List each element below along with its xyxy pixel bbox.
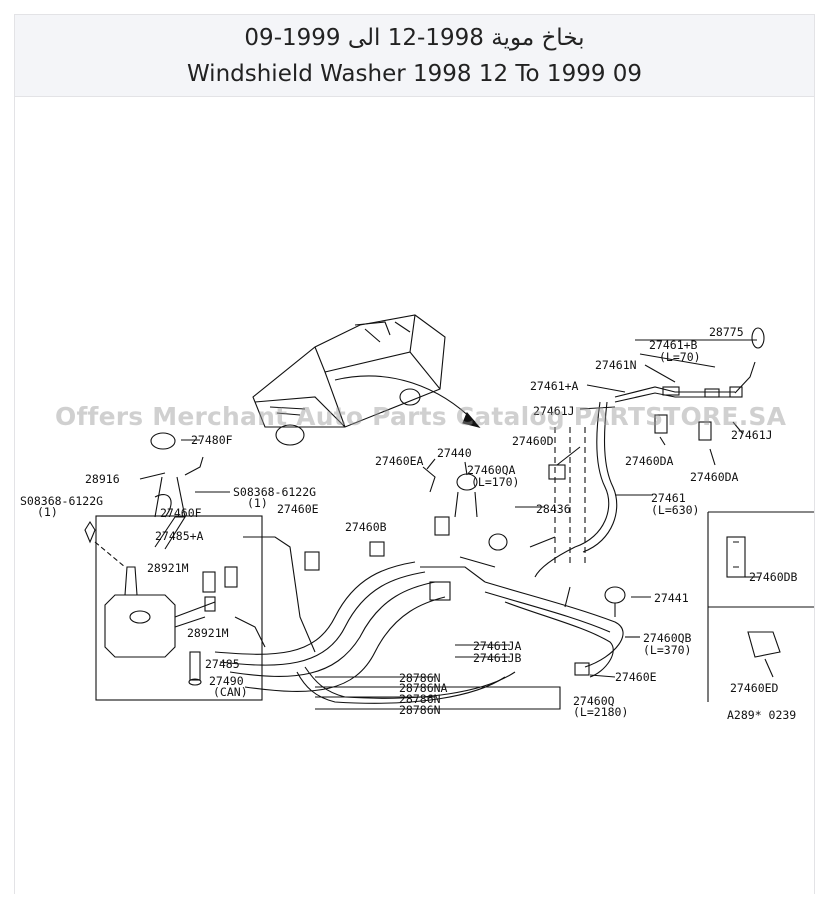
reference-code: A289* 0239 [727,708,796,722]
title-english: Windshield Washer 1998 12 To 1999 09 [186,61,643,87]
part-label-28786N-a[interactable]: 28786N [399,671,441,685]
part-label-28436[interactable]: 28436 [536,502,571,516]
part-label-27461B[interactable]: 27461+B [649,338,698,352]
line-art [84,314,814,710]
part-label-27460F[interactable]: 27460F [160,506,202,520]
part-label-28775[interactable]: 28775 [709,325,744,339]
part-label-27480F[interactable]: 27480F [191,433,233,447]
part-labels: 28775 27461+B (L=70) 27461N 27461+A 2746… [20,325,798,722]
part-label-27460D[interactable]: 27460D [512,434,554,448]
part-label-27490[interactable]: 27490 [209,674,244,688]
part-label-27461J-b[interactable]: 27461J [731,428,773,442]
part-label-27460Q[interactable]: 27460Q [573,694,615,708]
part-label-27440[interactable]: 27440 [437,446,472,460]
part-label-27460ED[interactable]: 27460ED [730,681,779,695]
arrow-head [462,411,481,428]
part-label-27485A[interactable]: 27485+A [155,529,204,543]
part-label-27461B-length: (L=70) [659,350,701,364]
part-label-28786N-b[interactable]: 28786N [399,692,441,706]
part-label-27460DA-b[interactable]: 27460DA [690,470,739,484]
part-label-28916[interactable]: 28916 [85,472,120,486]
header: بخاخ موية 1998-12 الى 1999-09 Windshield… [15,15,814,97]
part-label-27461-length: (L=630) [651,503,699,517]
part-label-28786N-c[interactable]: 28786N [399,703,441,717]
part-label-08368-6122G-a[interactable]: S08368-6122G [20,494,103,508]
part-label-27461N[interactable]: 27461N [595,358,637,372]
part-label-27461[interactable]: 27461 [651,491,686,505]
part-label-27490-can: (CAN) [213,685,248,699]
vehicle-illustration [252,314,446,446]
part-label-27460QA[interactable]: 27460QA [467,463,516,477]
part-label-27460QB-length: (L=370) [643,643,691,657]
part-label-27461A[interactable]: 27461+A [530,379,579,393]
part-label-27460DB[interactable]: 27460DB [749,570,798,584]
part-label-08368-6122G-a-qty: (1) [37,505,58,519]
part-label-27460DA-a[interactable]: 27460DA [625,454,674,468]
part-label-27441[interactable]: 27441 [654,591,689,605]
part-label-08368-6122G-b[interactable]: S08368-6122G [233,485,316,499]
watermark: Offers Merchant Auto Parts Catalog PARTS… [55,402,787,431]
part-label-27460QB[interactable]: 27460QB [643,631,692,645]
part-label-27460EA[interactable]: 27460EA [375,454,424,468]
diagram-frame: بخاخ موية 1998-12 الى 1999-09 Windshield… [14,14,815,894]
part-label-27460QA-length: (L=170) [471,475,519,489]
part-label-27460B[interactable]: 27460B [345,520,387,534]
part-label-28921M-a[interactable]: 28921M [147,561,189,575]
arrow-line [334,375,476,423]
tank-cap [150,432,176,450]
parts-diagram-svg: 28775 27461+B (L=70) 27461N 27461+A 2746… [20,314,814,722]
part-label-27461JA[interactable]: 27461JA [473,639,522,653]
part-label-28921M-b[interactable]: 28921M [187,626,229,640]
title-arabic: بخاخ موية 1998-12 الى 1999-09 [244,25,585,51]
tank [104,594,176,658]
part-label-27461J-a[interactable]: 27461J [533,404,575,418]
part-label-28786NA[interactable]: 28786NA [399,681,448,695]
part-label-27460Q-length: (L=2180) [573,705,628,719]
part-label-27460E-top[interactable]: 27460E [277,502,319,516]
parts-diagram: 28775 27461+B (L=70) 27461N 27461+A 2746… [15,97,814,894]
part-label-27485[interactable]: 27485 [205,657,240,671]
part-label-08368-6122G-b-qty: (1) [247,496,268,510]
part-label-27460E[interactable]: 27460E [615,670,657,684]
part-label-27461JB[interactable]: 27461JB [473,651,522,665]
tank-box [95,515,263,701]
